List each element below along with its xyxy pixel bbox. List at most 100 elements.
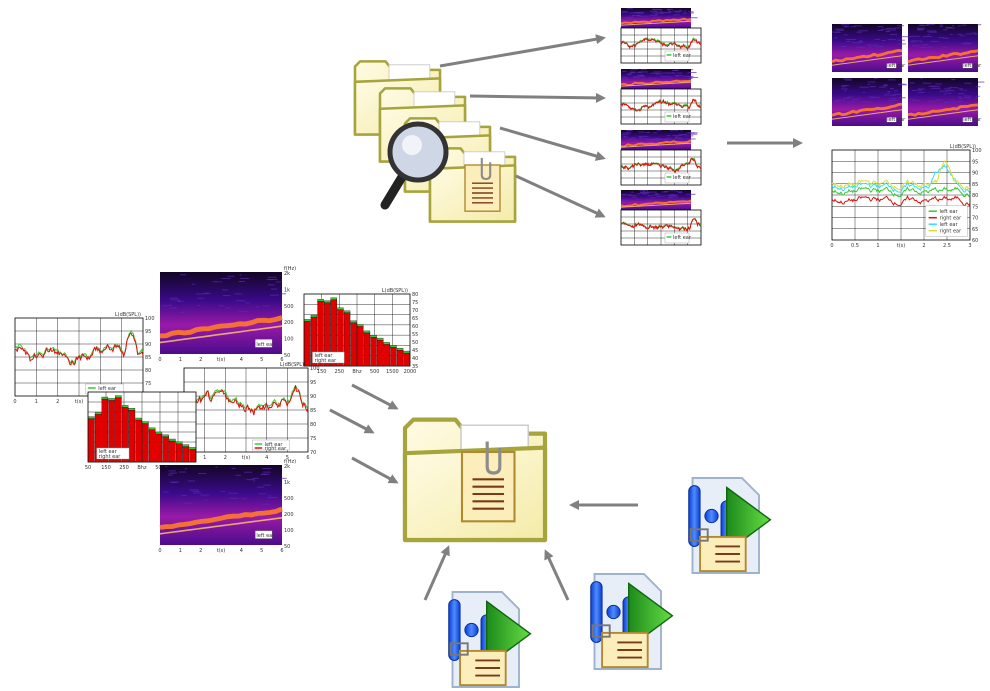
spectrogram-speckle bbox=[889, 88, 894, 90]
spectrogram-speckle bbox=[681, 75, 684, 77]
spectrogram-speckle bbox=[655, 193, 661, 195]
y-tick-label: 500 bbox=[284, 304, 294, 310]
spectrogram-speckle bbox=[935, 99, 943, 101]
spectrogram-band bbox=[831, 55, 903, 66]
spectrogram-speckle bbox=[851, 98, 858, 100]
bar bbox=[182, 446, 190, 463]
spectrogram-speckle bbox=[673, 69, 680, 71]
x-tick-label: Bhz bbox=[352, 369, 362, 375]
spectrogram-speckle bbox=[897, 43, 906, 45]
spectrogram-band bbox=[159, 517, 283, 535]
spectrogram-speckle bbox=[169, 297, 178, 299]
spectrogram-speckle bbox=[928, 85, 935, 87]
paperclip-icon bbox=[591, 624, 611, 638]
spectrogram-speckle bbox=[680, 130, 683, 132]
spectrogram-speckle bbox=[867, 81, 876, 83]
legend-label: left ear bbox=[673, 114, 692, 120]
spectrogram-band bbox=[907, 103, 979, 117]
x-tick-label: t(s) bbox=[897, 243, 906, 249]
spectrogram-speckle bbox=[683, 10, 686, 12]
spectrogram-speckle bbox=[939, 24, 944, 26]
arrow-icon bbox=[515, 174, 606, 218]
spectrogram-speckle bbox=[882, 85, 889, 87]
spectrogram-speckle bbox=[927, 34, 930, 36]
spectrogram-speckle bbox=[874, 46, 885, 48]
spectrogram-speckle bbox=[917, 28, 923, 30]
spectrogram-speckle bbox=[655, 12, 665, 14]
x-tick-label: 2 bbox=[224, 455, 227, 461]
compare-spectrogram: left ear bbox=[907, 78, 985, 126]
spectrogram-speckle bbox=[663, 12, 672, 14]
spectrogram-speckle bbox=[833, 101, 840, 103]
legend-label: left ear bbox=[673, 175, 692, 181]
spectrogram-speckle bbox=[856, 46, 866, 48]
spectrogram-speckle bbox=[197, 297, 204, 299]
spectrogram-speckle bbox=[241, 498, 247, 500]
line-right-ear bbox=[183, 385, 309, 416]
spectrogram-speckle bbox=[928, 46, 933, 48]
line-right-ear-2 bbox=[831, 159, 971, 191]
spectrogram-speckle bbox=[246, 479, 255, 481]
spectrogram-speckle bbox=[883, 84, 888, 86]
y-tick-label: 90 bbox=[972, 171, 978, 177]
spectrogram-speckle bbox=[870, 96, 881, 98]
magnifier-glint bbox=[402, 135, 422, 155]
spectrogram-speckle bbox=[834, 99, 845, 101]
spectrogram-legend-label: left ear bbox=[256, 342, 275, 348]
x-tick-label: 0 bbox=[158, 357, 161, 363]
spectrogram-speckle bbox=[654, 138, 662, 140]
spectrogram-speckle bbox=[275, 281, 282, 283]
y-tick-label: 60 bbox=[972, 238, 978, 244]
spectrogram-speckle bbox=[267, 284, 275, 286]
spectrogram-speckle bbox=[845, 79, 853, 81]
spectrogram-speckle bbox=[672, 10, 683, 12]
spectrogram-speckle bbox=[666, 9, 671, 11]
y-tick-label: 100 bbox=[310, 366, 320, 372]
spectrogram-speckle bbox=[238, 280, 246, 282]
spectrogram-speckle bbox=[669, 190, 676, 192]
spectrogram-speckle bbox=[636, 74, 644, 76]
legend-box bbox=[664, 232, 690, 244]
spectrogram-speckle bbox=[220, 490, 226, 492]
y-axis-label: f(Hz) bbox=[284, 459, 296, 465]
bar bbox=[403, 352, 410, 367]
bar bbox=[115, 397, 122, 463]
y-tick-label: 95 bbox=[310, 380, 316, 386]
spectrogram-speckle bbox=[640, 69, 647, 71]
y-tick-label: 50 bbox=[412, 340, 418, 346]
spectrogram-speckle bbox=[621, 194, 626, 196]
spectrogram-speckle bbox=[684, 75, 694, 77]
spectrogram-speckle bbox=[669, 194, 675, 196]
spectrogram-speckle bbox=[862, 91, 866, 93]
spectrogram-speckle bbox=[183, 502, 193, 504]
bar bbox=[101, 398, 109, 463]
spectrogram-speckle bbox=[638, 135, 649, 137]
bar bbox=[363, 332, 371, 367]
spectrogram-speckle bbox=[974, 33, 979, 35]
spectrogram-speckle bbox=[858, 30, 868, 32]
x-tick-label: 2 bbox=[922, 243, 925, 249]
spectrogram-speckle bbox=[938, 37, 945, 39]
x-tick-label: 150 bbox=[317, 369, 327, 375]
spectrogram-speckle bbox=[631, 15, 640, 17]
spectrogram-band bbox=[620, 142, 692, 148]
document-icon bbox=[460, 441, 516, 523]
level-chart-panel: 100959085807570012t(s)456L(dB(SPL))left … bbox=[13, 312, 154, 405]
spectrogram-speckle bbox=[945, 26, 953, 28]
x-tick-label: 6 bbox=[280, 548, 283, 554]
y-axis-label: L(dB(SPL)) bbox=[280, 362, 306, 368]
spectrogram-speckle bbox=[834, 31, 841, 33]
spectrogram-speckle bbox=[926, 30, 937, 32]
legend-label: right ear bbox=[940, 216, 962, 222]
spectrogram-speckle bbox=[841, 86, 847, 88]
spectrogram-speckle bbox=[636, 193, 641, 195]
spectrogram-speckle bbox=[885, 31, 891, 33]
spectrogram-speckle bbox=[676, 72, 682, 74]
spectrogram-legend-box bbox=[962, 117, 973, 123]
spectrogram-speckle bbox=[857, 41, 864, 43]
spectrogram-speckle bbox=[684, 135, 694, 137]
y-tick-label: 70 bbox=[412, 308, 418, 314]
spectrogram-speckle bbox=[868, 96, 875, 98]
spectrogram-speckle bbox=[843, 78, 852, 80]
arrow-icon bbox=[329, 408, 375, 434]
